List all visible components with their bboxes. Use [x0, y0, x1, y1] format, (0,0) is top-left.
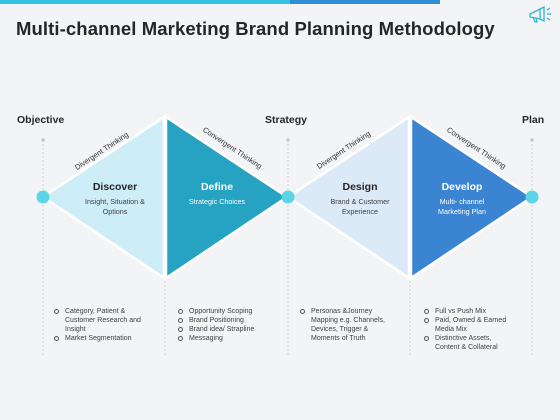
develop-subtitle-line1: Multi- channel	[440, 197, 485, 206]
design-subtitle-line2: Experience	[342, 207, 378, 216]
define-title: Define	[201, 181, 233, 193]
end-dot	[525, 190, 539, 204]
design-triangle	[285, 114, 411, 281]
discover-subtitle-line1: Insight, Situation &	[85, 197, 145, 206]
megaphone-icon	[529, 5, 551, 23]
discover-title: Discover	[93, 181, 137, 193]
define-subtitle-line1: Strategic Choices	[189, 197, 246, 206]
guide-lines	[42, 140, 533, 355]
develop-subtitle-line2: Marketing Plan	[438, 207, 486, 216]
list-item: Messaging	[177, 334, 287, 343]
list-item: Distinctive Assets,Content & Collateral	[423, 334, 533, 352]
discover-subtitle-line2: Options	[103, 207, 128, 216]
list-item: Market Segmentation	[53, 334, 163, 343]
plan-label: Plan	[522, 114, 545, 126]
start-dot	[36, 190, 50, 204]
mid-dot	[281, 190, 295, 204]
discover-triangle	[40, 114, 166, 281]
list-item: Brand Positioning	[177, 316, 287, 325]
define-bullets: Opportunity Scoping Brand Positioning Br…	[177, 307, 287, 343]
design-subtitle-line1: Brand & Customer	[330, 197, 390, 206]
develop-title: Develop	[442, 181, 483, 193]
list-item: Category, Patient &Customer Research and…	[53, 307, 163, 334]
list-item: Opportunity Scoping	[177, 307, 287, 316]
strategy-label: Strategy	[265, 114, 308, 126]
design-title: Design	[342, 181, 377, 193]
objective-label: Objective	[17, 114, 65, 126]
develop-triangle	[409, 114, 535, 281]
list-item: Full vs Push Mix	[423, 307, 533, 316]
discover-bullets: Category, Patient &Customer Research and…	[53, 307, 163, 343]
list-item: Brand idea/ Strapline	[177, 325, 287, 334]
define-triangle	[164, 114, 290, 281]
page-title: Multi-channel Marketing Brand Planning M…	[16, 18, 495, 39]
